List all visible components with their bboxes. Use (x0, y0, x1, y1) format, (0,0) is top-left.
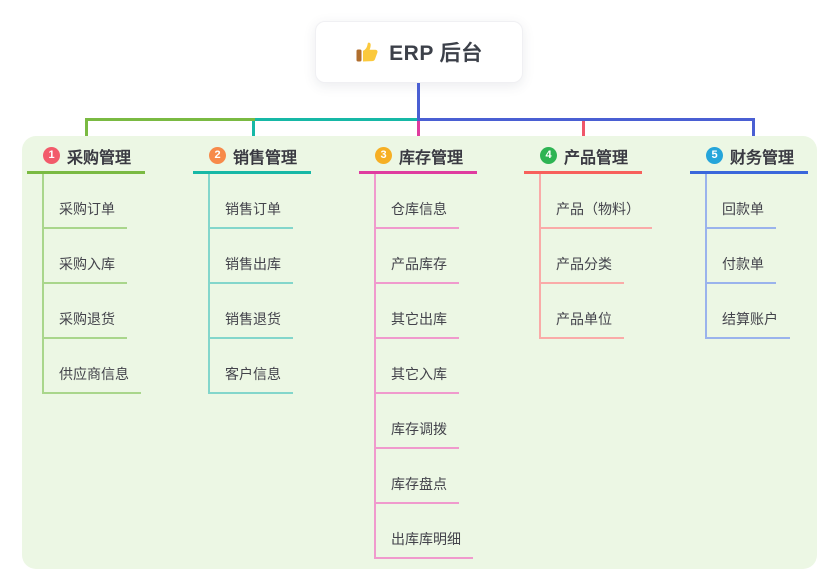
branch-heading[interactable]: 2 销售管理 (193, 146, 311, 174)
branch-badge: 1 (43, 147, 60, 164)
branch-label: 库存管理 (399, 149, 464, 167)
child-node[interactable]: 采购退货 (44, 284, 127, 339)
branch-badge: 4 (540, 147, 557, 164)
child-node[interactable]: 出库库明细 (376, 504, 473, 559)
child-node[interactable]: 产品（物料） (541, 174, 652, 229)
child-node[interactable]: 供应商信息 (44, 339, 141, 394)
child-node[interactable]: 库存盘点 (376, 449, 459, 504)
root-label: ERP 后台 (389, 42, 483, 65)
branch-heading[interactable]: 4 产品管理 (524, 146, 642, 174)
branch-badge: 5 (706, 147, 723, 164)
branch-children: 产品（物料） 产品分类 产品单位 (539, 174, 652, 339)
child-node[interactable]: 结算账户 (707, 284, 790, 339)
branch-label: 采购管理 (67, 149, 132, 167)
child-node[interactable]: 其它入库 (376, 339, 459, 394)
branch-badge: 3 (375, 147, 392, 164)
child-node[interactable]: 销售退货 (210, 284, 293, 339)
branch-label: 产品管理 (564, 149, 629, 167)
branch-children: 仓库信息 产品库存 其它出库 其它入库 库存调拨 库存盘点 出库库明细 (374, 174, 473, 559)
child-node[interactable]: 其它出库 (376, 284, 459, 339)
branch-sales: 2 销售管理 销售订单 销售出库 销售退货 客户信息 (193, 146, 311, 394)
child-node[interactable]: 产品单位 (541, 284, 624, 339)
branch-children: 销售订单 销售出库 销售退货 客户信息 (208, 174, 293, 394)
child-node[interactable]: 仓库信息 (376, 174, 459, 229)
thumbs-up-icon (356, 42, 378, 62)
branch-children: 回款单 付款单 结算账户 (705, 174, 790, 339)
branch-finance: 5 财务管理 回款单 付款单 结算账户 (690, 146, 808, 339)
branch-label: 销售管理 (233, 149, 298, 167)
branch-inventory: 3 库存管理 仓库信息 产品库存 其它出库 其它入库 库存调拨 库存盘点 出库库… (359, 146, 477, 559)
branch-procurement: 1 采购管理 采购订单 采购入库 采购退货 供应商信息 (27, 146, 145, 394)
drop-line-branch-4 (582, 121, 585, 146)
branch-heading[interactable]: 1 采购管理 (27, 146, 145, 174)
drop-line-branch-1 (85, 118, 88, 146)
branch-badge: 2 (209, 147, 226, 164)
child-node[interactable]: 库存调拨 (376, 394, 459, 449)
child-node[interactable]: 付款单 (707, 229, 776, 284)
bus-segment-teal (255, 118, 418, 121)
child-node[interactable]: 客户信息 (210, 339, 293, 394)
drop-line-branch-3 (417, 121, 420, 146)
branch-children: 采购订单 采购入库 采购退货 供应商信息 (42, 174, 141, 394)
child-node[interactable]: 产品分类 (541, 229, 624, 284)
root-node[interactable]: ERP 后台 (315, 21, 523, 83)
child-node[interactable]: 回款单 (707, 174, 776, 229)
bus-segment-green (85, 118, 255, 121)
bus-segment-blue (417, 118, 755, 121)
branch-label: 财务管理 (730, 149, 795, 167)
child-node[interactable]: 销售出库 (210, 229, 293, 284)
child-node[interactable]: 产品库存 (376, 229, 459, 284)
drop-line-branch-5 (752, 118, 755, 146)
child-node[interactable]: 采购订单 (44, 174, 127, 229)
child-node[interactable]: 销售订单 (210, 174, 293, 229)
branch-product: 4 产品管理 产品（物料） 产品分类 产品单位 (524, 146, 652, 339)
branches-panel (22, 136, 817, 569)
branch-heading[interactable]: 3 库存管理 (359, 146, 477, 174)
root-connector-line (417, 83, 420, 119)
drop-line-branch-2 (252, 121, 255, 146)
branch-heading[interactable]: 5 财务管理 (690, 146, 808, 174)
child-node[interactable]: 采购入库 (44, 229, 127, 284)
